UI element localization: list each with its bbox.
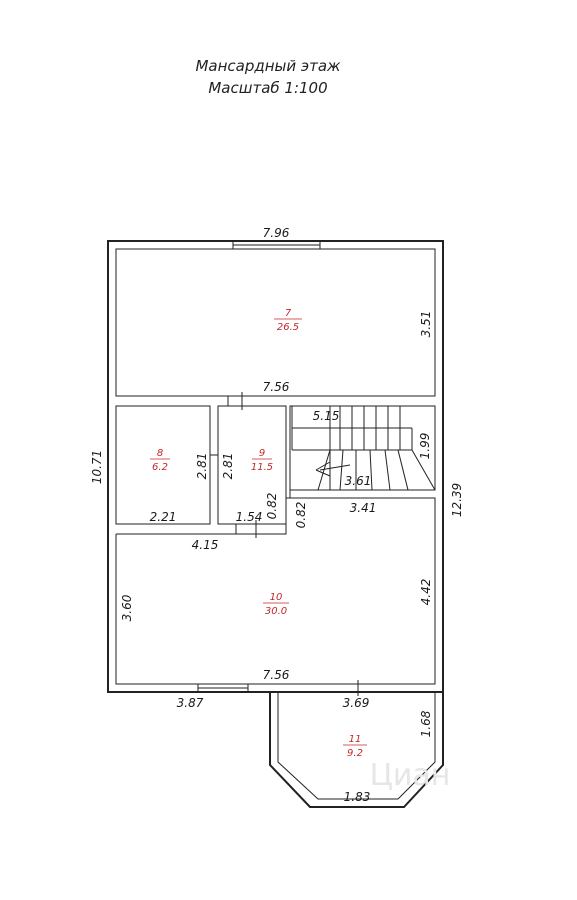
outer-walls [107, 240, 444, 693]
dim-room10-top: 4.15 [192, 538, 219, 552]
room-8-label: 8 6.2 [150, 448, 170, 473]
room-11-label: 11 9.2 [343, 734, 367, 759]
svg-text:8: 8 [157, 448, 163, 459]
room-10-outline [115, 490, 436, 693]
plan-title: Мансардный этаж [195, 57, 341, 75]
room-7-label: 7 26.5 [274, 308, 302, 333]
svg-text:26.5: 26.5 [277, 322, 299, 333]
dim-left-bottom: 3.87 [177, 696, 204, 710]
svg-text:6.2: 6.2 [152, 462, 168, 473]
room-9-outline [217, 405, 287, 525]
dim-room7-bottom: 7.56 [263, 380, 290, 394]
dim-stairs-bottom: 3.61 [345, 474, 372, 488]
dim-stairs-top: 5.15 [313, 409, 340, 423]
dim-step-a: 0.82 [265, 493, 279, 520]
room-8-outline [115, 405, 211, 525]
svg-text:30.0: 30.0 [265, 606, 287, 617]
dim-step-b: 0.82 [294, 502, 308, 529]
dim-room7-height: 3.51 [419, 311, 433, 338]
dim-total-right: 12.39 [450, 483, 464, 517]
room-10-label: 10 30.0 [263, 592, 289, 617]
stairs [289, 405, 436, 491]
dim-room10-bottom: 7.56 [263, 668, 290, 682]
svg-text:9: 9 [259, 448, 265, 459]
dim-total-left: 10.71 [90, 450, 104, 484]
watermark: Циан [370, 758, 451, 793]
svg-text:9.2: 9.2 [347, 748, 363, 759]
room-11-outline [269, 692, 444, 808]
svg-text:10: 10 [270, 592, 283, 603]
dim-room8-side-a: 2.81 [195, 453, 209, 480]
svg-text:7: 7 [285, 308, 292, 319]
dim-stairs-side: 1.99 [418, 433, 432, 460]
svg-text:11: 11 [349, 734, 362, 745]
dim-room11-bottom: 1.83 [344, 790, 371, 804]
dim-room11-side: 1.68 [419, 710, 433, 737]
dim-room9-bottom: 1.54 [236, 510, 263, 524]
dim-room10-right: 4.42 [419, 579, 433, 606]
plan-scale: Масштаб 1:100 [208, 79, 327, 97]
dim-room8-side-b: 2.81 [221, 453, 235, 480]
dim-top-width: 7.96 [263, 226, 290, 240]
svg-text:11.5: 11.5 [251, 462, 273, 473]
room-9-label: 9 11.5 [251, 448, 273, 473]
dim-room8-bottom: 2.21 [150, 510, 177, 524]
dim-room11-top: 3.69 [343, 696, 370, 710]
dim-room10-left: 3.60 [120, 594, 134, 621]
dim-corridor: 3.41 [350, 501, 377, 515]
